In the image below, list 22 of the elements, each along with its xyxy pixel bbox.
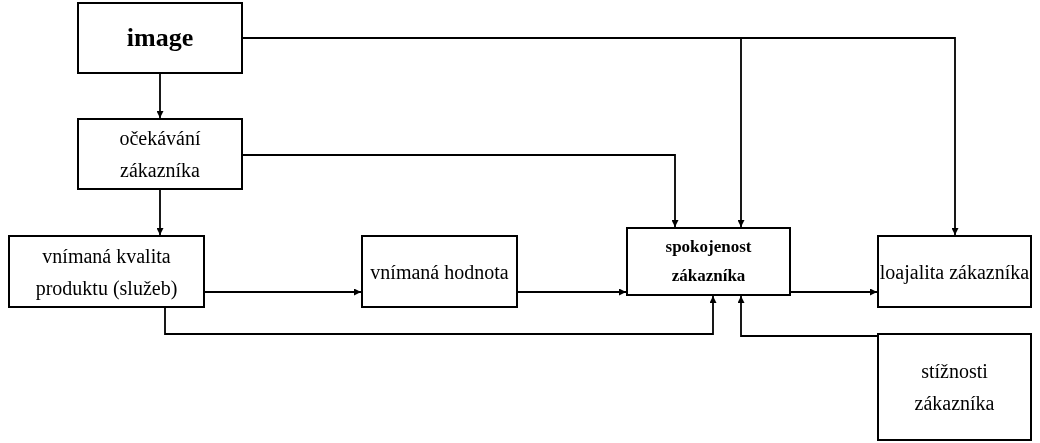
arrow — [164, 295, 717, 335]
arrow — [737, 295, 878, 337]
arrow — [242, 154, 679, 228]
process-box — [877, 235, 1032, 308]
process-box — [626, 227, 791, 296]
box-label: vnímaná hodnota — [370, 259, 509, 285]
box-label: spokojenost zákazníka — [664, 235, 753, 287]
arrow — [790, 288, 878, 296]
arrow — [204, 288, 362, 296]
box-label: vnímaná kvalita produktu (služeb) — [34, 243, 179, 302]
process-box — [361, 235, 518, 308]
box-label: loajalita zákazníka — [879, 259, 1030, 286]
process-box — [77, 118, 243, 190]
process-box — [77, 2, 243, 74]
process-box — [877, 333, 1032, 441]
box-label: očekávání zákazníka — [118, 126, 202, 183]
process-box — [8, 235, 205, 308]
box-label: stížnosti zákazníka — [913, 359, 996, 416]
box-label: image — [126, 22, 194, 55]
arrow — [517, 288, 627, 296]
arrow — [156, 189, 164, 236]
arrow — [156, 73, 164, 119]
